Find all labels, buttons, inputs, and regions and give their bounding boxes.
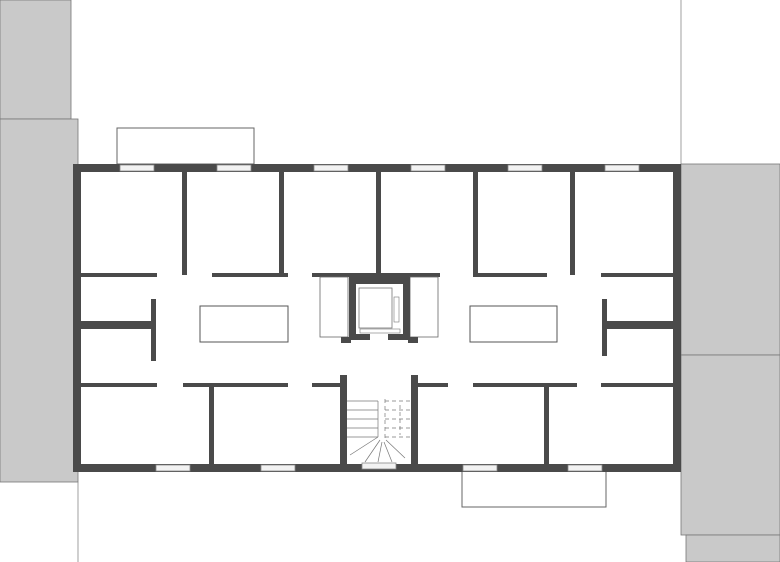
- window: [313, 164, 349, 172]
- window: [119, 164, 155, 172]
- entrance-door: [361, 462, 397, 470]
- elevator-car: [358, 287, 393, 329]
- site-lines: [77, 0, 682, 562]
- window: [604, 164, 640, 172]
- corridor-bench-east: [469, 305, 558, 343]
- interior-walls: [81, 172, 673, 464]
- corridor-bench-west: [199, 305, 289, 343]
- windows: [119, 164, 640, 472]
- window: [410, 164, 446, 172]
- neighbor-left-top: [0, 0, 72, 120]
- window: [260, 464, 296, 472]
- staircase: [347, 399, 411, 463]
- window: [462, 464, 498, 472]
- window: [155, 464, 191, 472]
- neighbor-left: [0, 118, 79, 483]
- neighbor-right-lower: [680, 354, 780, 536]
- balcony-south: [461, 470, 607, 508]
- neighbor-right-bottom: [685, 534, 780, 562]
- window: [567, 464, 603, 472]
- window: [216, 164, 252, 172]
- elevator-core: [319, 276, 439, 343]
- neighbor-right-upper: [680, 163, 780, 356]
- window: [507, 164, 543, 172]
- balcony-north: [116, 127, 255, 165]
